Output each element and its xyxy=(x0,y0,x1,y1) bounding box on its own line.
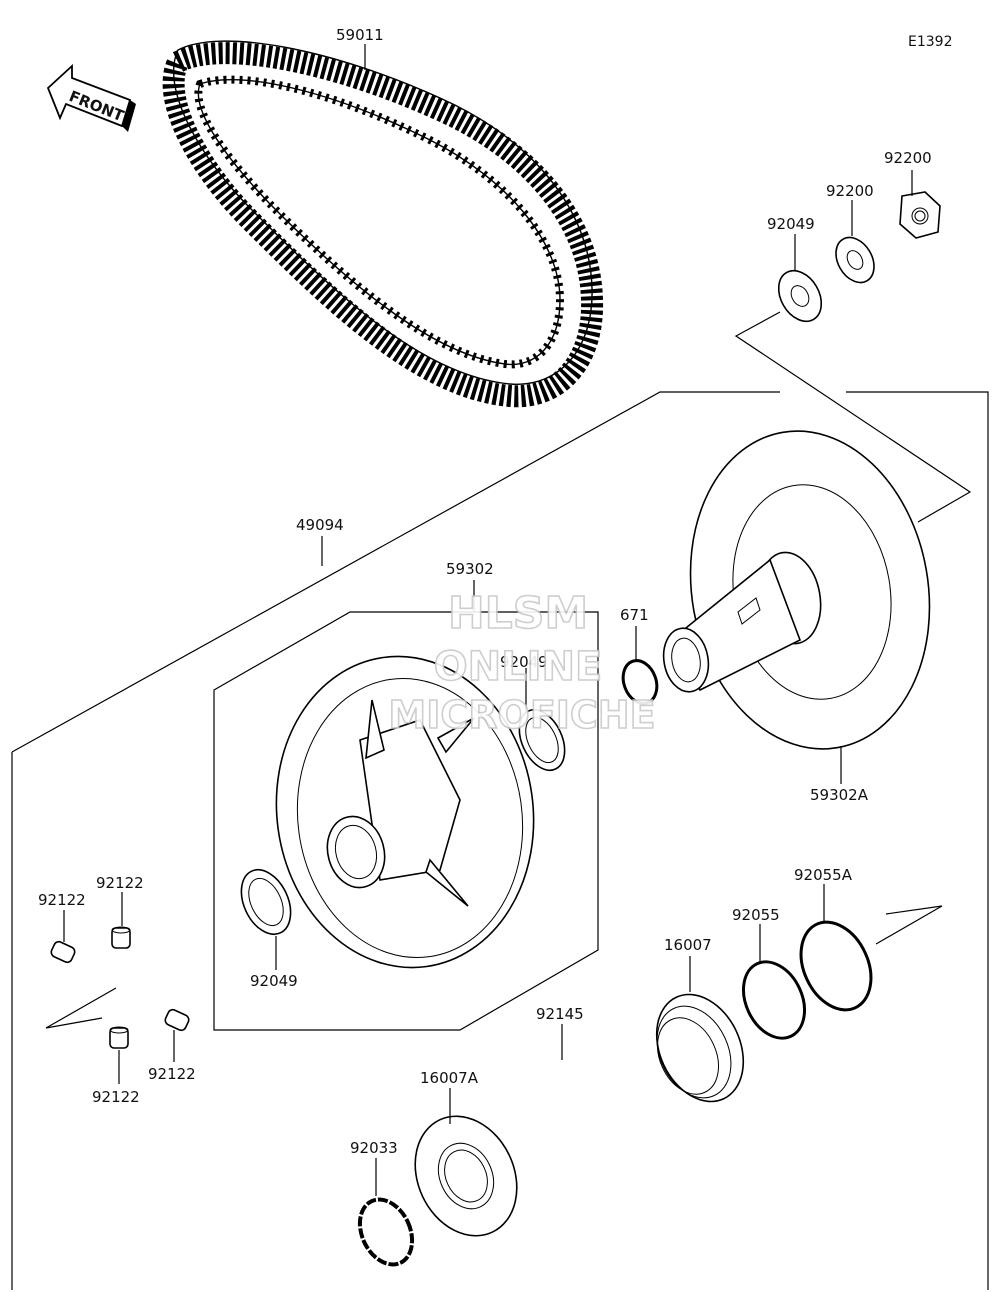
part-label-92122-d: 92122 xyxy=(148,1065,196,1083)
nut-92210[interactable] xyxy=(899,191,941,239)
part-label-92049-lower: 92049 xyxy=(250,972,298,990)
front-arrow-icon: FRONT xyxy=(46,63,136,132)
part-label-92145: 92145 xyxy=(536,1005,584,1023)
spring-92145[interactable] xyxy=(514,1039,655,1189)
drive-belt[interactable] xyxy=(162,40,604,408)
part-label-92055: 92055 xyxy=(732,906,780,924)
sheave-movable-59302[interactable] xyxy=(257,640,554,985)
part-label-92049-upper: 92049 xyxy=(500,653,548,671)
cam-16007[interactable] xyxy=(640,980,760,1115)
part-label-92055A: 92055A xyxy=(794,866,853,884)
washer-92200-inner[interactable] xyxy=(770,263,830,329)
part-label-92210: 92200 xyxy=(884,149,932,167)
spring-seat-16007A[interactable] xyxy=(396,1100,535,1253)
washer-92200-outer[interactable] xyxy=(828,231,881,290)
part-label-59011: 59011 xyxy=(336,26,384,44)
seal-92049-upper[interactable] xyxy=(510,703,573,778)
watermark-line-1: HLSM xyxy=(448,588,588,639)
roller-92122-b[interactable] xyxy=(50,940,77,964)
part-label-59302A: 59302A xyxy=(810,786,869,804)
roller-92122-d[interactable] xyxy=(164,1008,191,1032)
circlip-671[interactable] xyxy=(617,656,662,708)
part-label-92033: 92033 xyxy=(350,1139,398,1157)
sheave-fixed-59302A[interactable] xyxy=(659,412,954,768)
part-label-92122-a: 92122 xyxy=(96,874,144,892)
snap-ring-92033[interactable] xyxy=(350,1191,422,1273)
watermark-line-2: ONLINE xyxy=(434,644,603,690)
part-label-671: 671 xyxy=(620,606,649,624)
roller-92122-a[interactable] xyxy=(111,926,131,949)
watermark-line-3: MICROFICHE xyxy=(388,693,655,737)
part-label-16007A: 16007A xyxy=(420,1069,479,1087)
diagram-code: E1392 xyxy=(908,34,952,50)
part-label-92200-b: 92049 xyxy=(767,215,815,233)
o-ring-92055A[interactable] xyxy=(788,911,885,1021)
o-ring-92055[interactable] xyxy=(732,952,817,1048)
part-label-92200-a: 92200 xyxy=(826,182,874,200)
part-label-59302: 59302 xyxy=(446,560,494,578)
part-label-92122-b: 92122 xyxy=(38,891,86,909)
watermark: HLSM ONLINE MICROFICHE xyxy=(388,587,657,738)
part-label-16007: 16007 xyxy=(664,936,712,954)
part-label-92122-c: 92122 xyxy=(92,1088,140,1106)
part-label-49094: 49094 xyxy=(296,516,344,534)
roller-92122-c[interactable] xyxy=(109,1026,129,1049)
seal-92049-lower[interactable] xyxy=(232,862,301,942)
